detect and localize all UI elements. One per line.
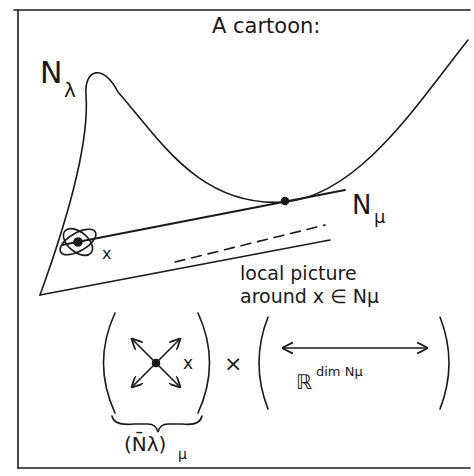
- stratum-name: N: [40, 55, 62, 91]
- title: A cartoon:: [212, 14, 320, 39]
- parenthesis: [259, 317, 268, 409]
- cross-arm: [133, 340, 156, 363]
- subscript: μ: [374, 206, 385, 228]
- underbrace: [112, 416, 202, 432]
- dashed-line: [175, 225, 325, 262]
- cross-arm: [133, 363, 156, 386]
- orbit: [56, 224, 100, 260]
- stratum-line: [62, 190, 345, 245]
- point: [282, 198, 289, 205]
- point-label: x: [102, 244, 111, 263]
- point: [74, 238, 82, 246]
- normal-slice-label: (N̄λ): [124, 432, 166, 456]
- product-sign: ×: [224, 351, 242, 377]
- parenthesis: [440, 317, 449, 409]
- cross-arm: [156, 340, 179, 363]
- frame-line: [18, 467, 470, 469]
- orbit: [59, 223, 98, 260]
- subscript: λ: [64, 78, 76, 102]
- point: [153, 360, 160, 367]
- double-arrow: [284, 347, 426, 349]
- frame-line: [14, 9, 470, 11]
- note: local picture around x ∈ Nμ: [240, 262, 415, 308]
- parenthesis: [104, 313, 116, 413]
- superscript: dim Nμ: [316, 364, 363, 380]
- stratum-curve: [40, 40, 468, 295]
- parenthesis: [198, 313, 210, 413]
- frame-line: [17, 10, 19, 468]
- point-label: x: [183, 353, 193, 373]
- space-symbol: ℝ: [296, 370, 312, 394]
- subscript: μ: [178, 446, 187, 463]
- stratum-name: N: [352, 190, 371, 221]
- cross-arm: [156, 363, 179, 386]
